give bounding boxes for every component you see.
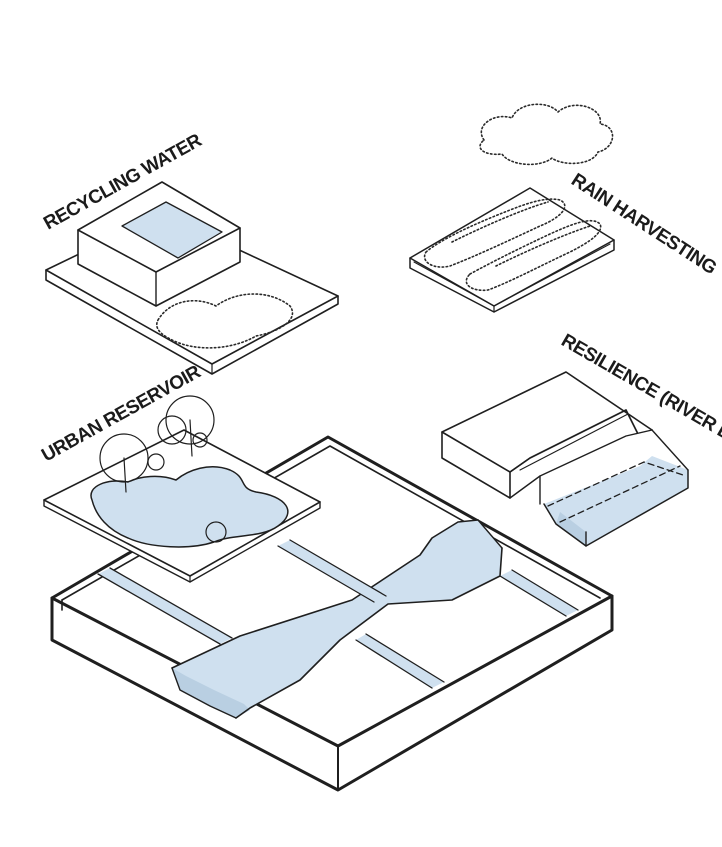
river-channel: [171, 519, 503, 719]
river-site-base: [50, 435, 614, 792]
reservoir-trees: [99, 395, 227, 543]
cloud-icon: [479, 103, 614, 166]
drainage-channels: [97, 539, 579, 689]
recycling-water-module: [45, 181, 339, 375]
rain-harvesting-module: [409, 103, 615, 313]
river-dike-module: [441, 371, 689, 547]
urban-reservoir-module: [43, 395, 321, 583]
